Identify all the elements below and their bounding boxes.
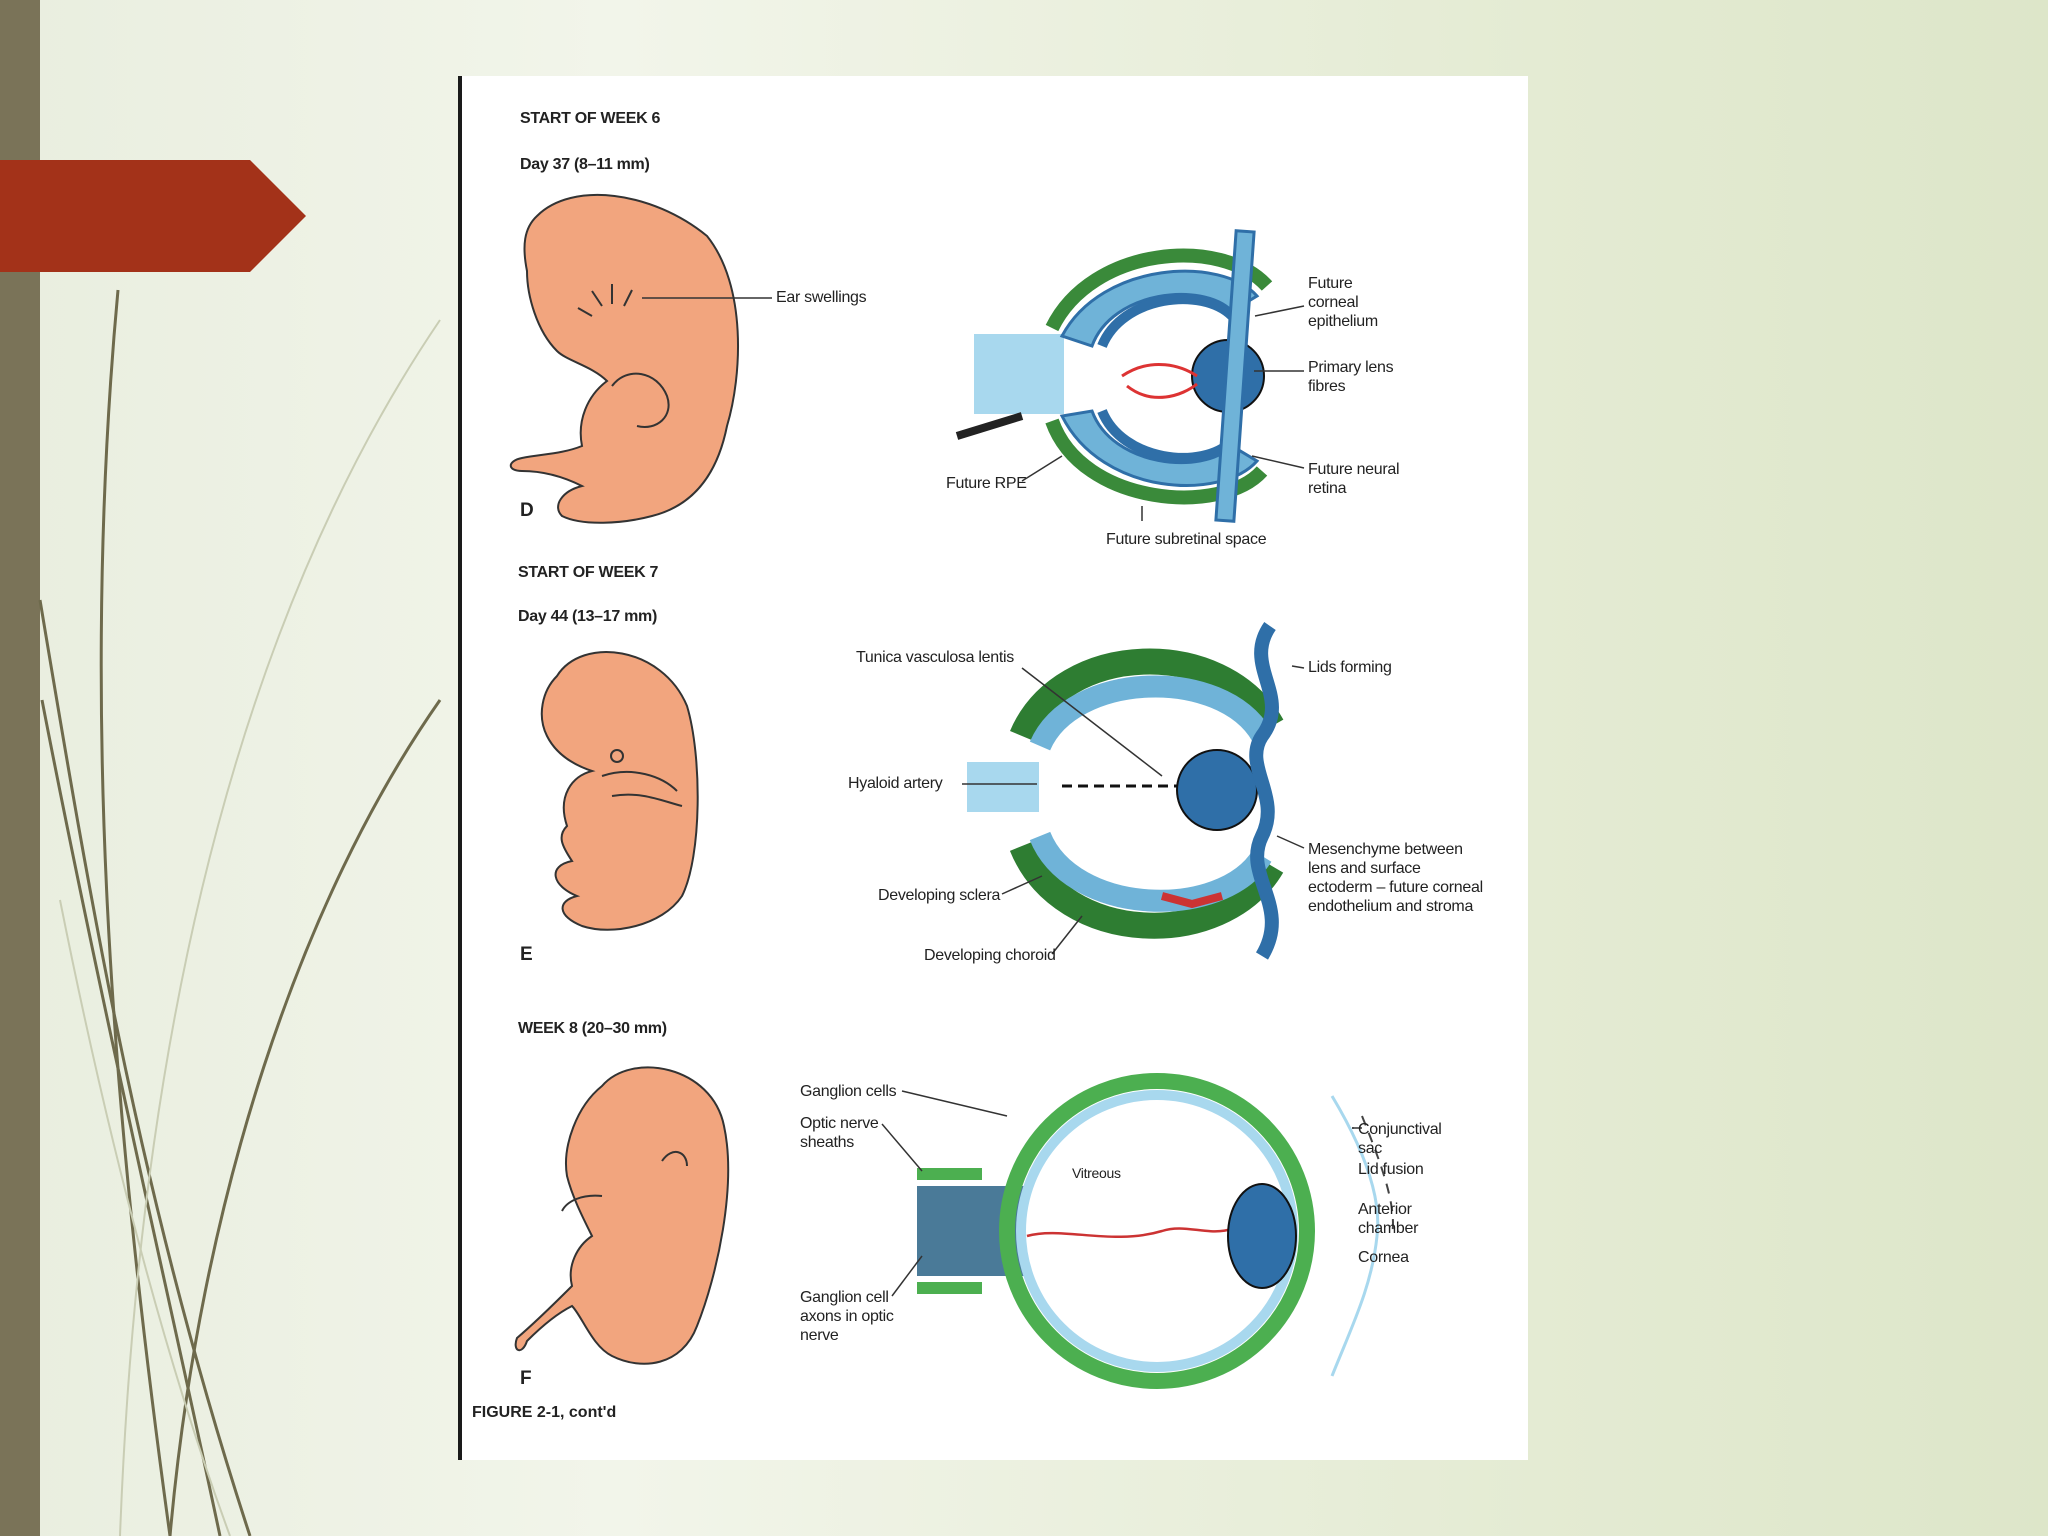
label-future-corneal-epithelium: Future corneal epithelium: [1308, 275, 1378, 330]
panel-d-letter: D: [520, 500, 534, 521]
red-arrow-tab: [0, 160, 306, 272]
panel-f-letter: F: [520, 1368, 532, 1389]
label-ganglion-cell-axons: Ganglion cell axons in optic nerve: [800, 1289, 894, 1344]
label-vitreous: Vitreous: [1072, 1165, 1121, 1181]
panel-e-heading: START OF WEEK 7: [518, 564, 659, 581]
panel-f-heading: WEEK 8 (20–30 mm): [518, 1020, 667, 1037]
label-primary-lens-fibres: Primary lens fibres: [1308, 359, 1394, 395]
label-future-neural-retina: Future neural retina: [1308, 461, 1400, 497]
label-anterior-chamber: Anterior chamber: [1358, 1201, 1419, 1237]
label-lids-forming: Lids forming: [1308, 659, 1392, 676]
label-developing-sclera: Developing sclera: [878, 887, 1001, 904]
eye-diagram-week6: [955, 229, 1273, 523]
label-future-rpe: Future RPE: [946, 475, 1027, 492]
decorative-grass-lines: [38, 289, 442, 1536]
figure-caption: FIGURE 2-1, cont'd: [472, 1404, 617, 1421]
label-conjunctival-sac: Conjunctival sac: [1358, 1121, 1442, 1157]
label-tunica-vasculosa-lentis: Tunica vasculosa lentis: [856, 649, 1014, 666]
label-developing-choroid: Developing choroid: [924, 947, 1056, 964]
embryology-figure: START OF WEEK 6 Day 37 (8–11 mm) Ear swe…: [458, 76, 1528, 1460]
panel-d-day: Day 37 (8–11 mm): [520, 156, 650, 173]
label-hyaloid-artery: Hyaloid artery: [848, 775, 943, 792]
figure-drawing: [509, 193, 1394, 1389]
label-cornea: Cornea: [1358, 1249, 1409, 1266]
label-optic-nerve-sheaths: Optic nerve sheaths: [800, 1115, 879, 1151]
embryo-week8: [514, 1066, 730, 1365]
embryo-week6: [509, 193, 739, 524]
eye-diagram-week7: [967, 621, 1284, 960]
label-mesenchyme: Mesenchyme between lens and surface ecto…: [1308, 841, 1483, 915]
label-ganglion-cells: Ganglion cells: [800, 1083, 897, 1100]
label-ear-swellings: Ear swellings: [776, 289, 867, 306]
eye-diagram-week8: [917, 1073, 1394, 1389]
leader-lines-week8: [881, 1090, 1362, 1297]
label-lid-fusion: Lid fusion: [1358, 1161, 1424, 1178]
panel-e-letter: E: [520, 944, 533, 965]
embryo-week7: [540, 651, 699, 931]
leader-lines-week6: [642, 297, 1305, 521]
label-future-subretinal-space: Future subretinal space: [1106, 531, 1267, 548]
panel-e-day: Day 44 (13–17 mm): [518, 608, 657, 625]
leader-lines-week7: [962, 665, 1305, 955]
panel-d-heading: START OF WEEK 6: [520, 110, 661, 127]
